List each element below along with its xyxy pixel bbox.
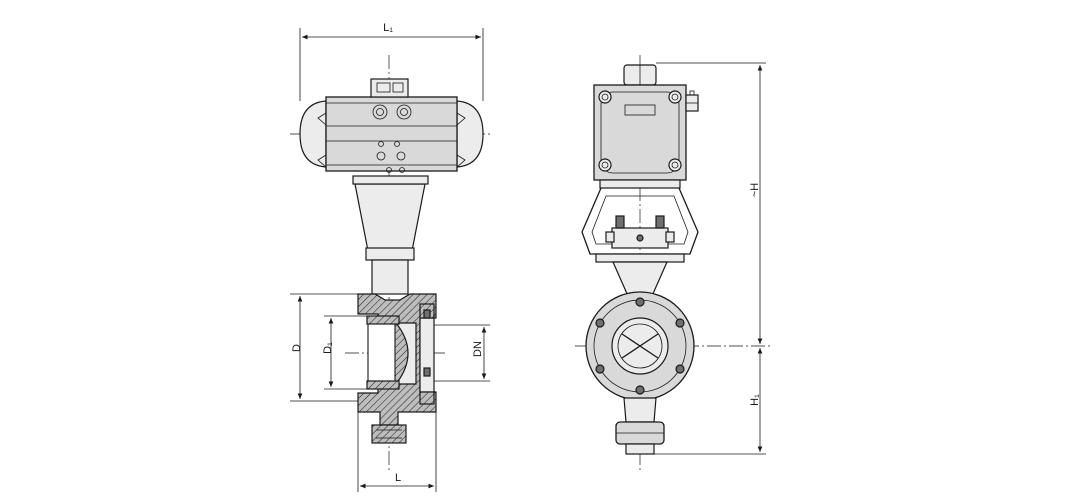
side-view: ~H H₁ xyxy=(575,55,770,470)
front-view: L₁ L D D₁ DN xyxy=(290,22,490,492)
actuator-front xyxy=(299,78,484,173)
port-icon xyxy=(396,104,412,120)
dim-H-label: ~H xyxy=(749,183,761,197)
stem-neck xyxy=(371,259,409,295)
valve-disc xyxy=(394,322,417,385)
port-icon xyxy=(372,104,388,120)
actuator-body xyxy=(325,96,458,172)
dim-D-label: D xyxy=(291,344,303,352)
dim-L1-label: L₁ xyxy=(383,22,393,34)
bracket-front xyxy=(352,175,429,261)
position-indicator xyxy=(370,78,409,98)
dim-D1-label: D₁ xyxy=(322,342,334,354)
bolt-hole-icon xyxy=(635,297,645,307)
dim-H1-label: H₁ xyxy=(749,394,761,406)
yoke xyxy=(354,183,426,257)
dim-DN-label: DN xyxy=(472,341,484,357)
bottom-cap xyxy=(371,424,407,444)
neck-side xyxy=(612,261,668,297)
dim-L-label: L xyxy=(395,472,401,484)
valve-body-section xyxy=(357,293,437,444)
